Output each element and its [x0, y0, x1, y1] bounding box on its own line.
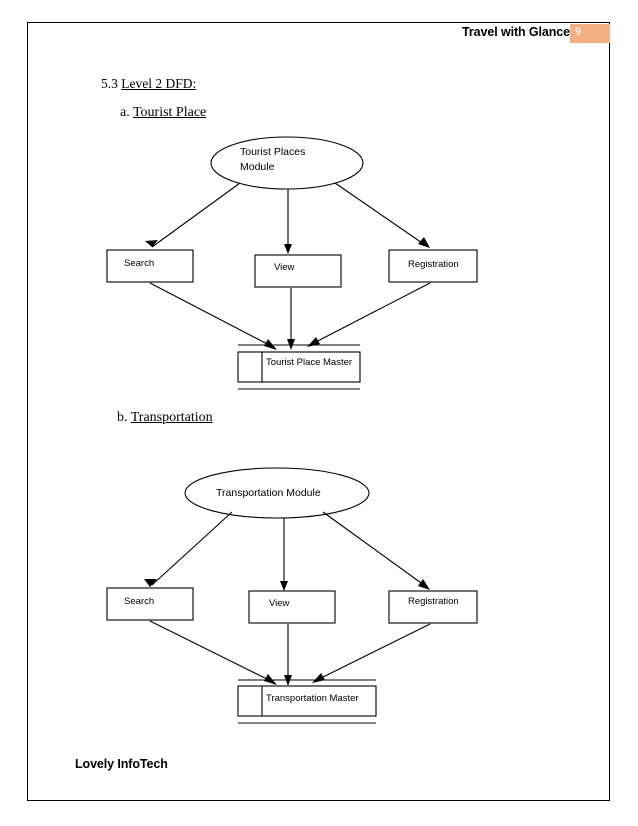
subsection-b-heading: b. Transportation	[117, 410, 213, 426]
label-tourist-places-module: Tourist Places Module	[240, 145, 305, 175]
subsection-a-title: Tourist Place	[132, 105, 207, 120]
label-registration-b: Registration	[408, 596, 459, 607]
label-tourist-places-module-line1: Tourist Places	[240, 146, 306, 158]
label-view-b: View	[269, 598, 290, 609]
label-tourist-places-module-line2: Module	[240, 161, 275, 173]
section-heading: 5.3 Level 2 DFD:	[101, 76, 196, 92]
label-registration-a: Registration	[408, 259, 459, 270]
page-header: Travel with Glance 9	[27, 24, 610, 44]
page-footer: Lovely InfoTech	[75, 757, 168, 771]
label-transportation-master: Transportation Master	[266, 693, 359, 704]
label-transportation-module: Transportation Module	[216, 487, 321, 499]
section-title: Level 2 DFD:	[121, 76, 197, 91]
subsection-a-heading: a. Tourist Place	[120, 105, 206, 121]
document-page	[27, 22, 610, 801]
section-number: 5.3	[101, 76, 122, 91]
subsection-b-title: Transportation	[130, 410, 213, 425]
label-search-b: Search	[124, 596, 155, 607]
header-title: Travel with Glance	[462, 25, 570, 39]
page-number-badge: 9	[570, 24, 610, 43]
subsection-a-marker: a.	[120, 105, 133, 120]
subsection-b-marker: b.	[117, 410, 131, 425]
label-search-a: Search	[124, 258, 155, 269]
page-number: 9	[575, 26, 582, 38]
label-view-a: View	[274, 262, 295, 273]
label-tourist-place-master: Tourist Place Master	[266, 357, 353, 368]
